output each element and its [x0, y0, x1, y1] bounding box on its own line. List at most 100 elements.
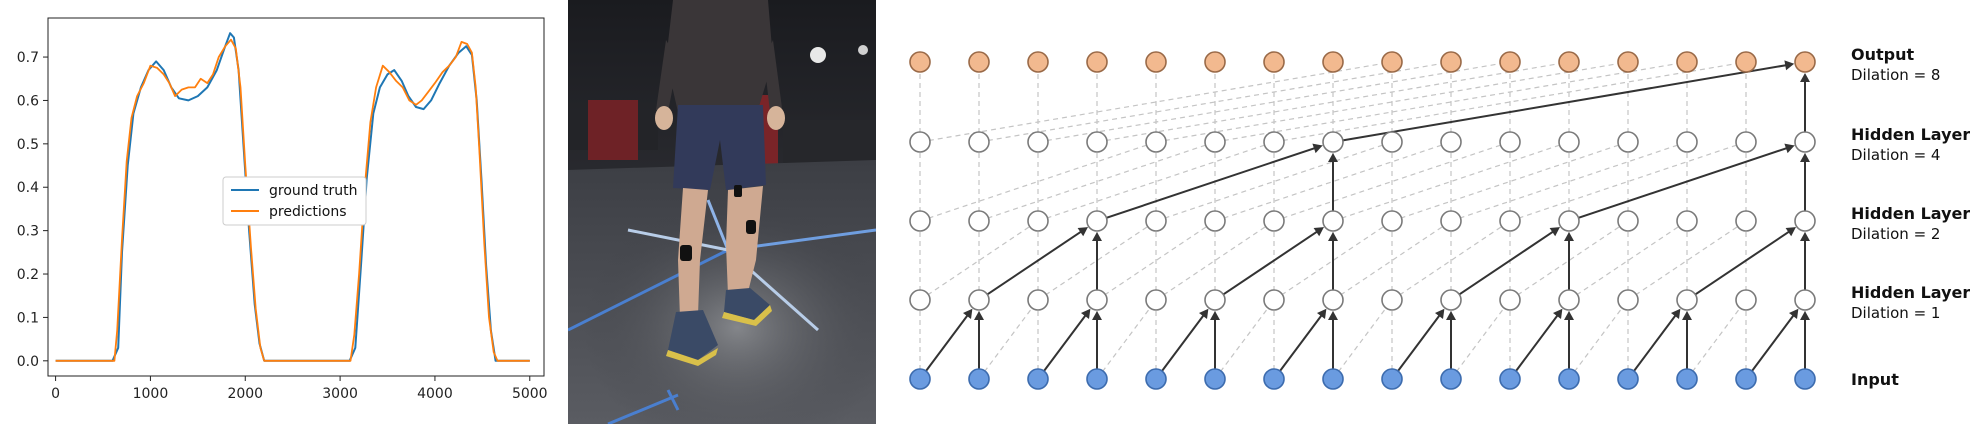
edge-arrowhead [1210, 311, 1220, 320]
y-tick-label: 0.7 [17, 50, 39, 66]
layer-title-hidden2: Hidden Layer [1851, 204, 1970, 223]
inactive-edge [1155, 141, 1393, 222]
inactive-edge [978, 141, 1216, 222]
inactive-edge [1332, 141, 1570, 222]
hidden3-node [909, 131, 931, 153]
output-node [1322, 51, 1344, 73]
output-node [1381, 51, 1403, 73]
edge-arrowhead [1435, 308, 1445, 319]
input-node [1263, 368, 1285, 390]
output-node [1794, 51, 1816, 73]
output-node [1086, 51, 1108, 73]
inactive-edge [1450, 141, 1688, 222]
output-node [1676, 51, 1698, 73]
edge-arrowhead [1092, 232, 1102, 241]
inactive-edge [1214, 61, 1688, 143]
active-edge [1279, 313, 1324, 372]
hidden1-node [1381, 289, 1403, 311]
input-node [1558, 368, 1580, 390]
input-node [1735, 368, 1757, 390]
output-node [1499, 51, 1521, 73]
edge-arrowhead [1328, 311, 1338, 320]
x-tick-label: 3000 [322, 386, 358, 402]
edge-arrowhead [1789, 308, 1799, 319]
inactive-edge [1037, 141, 1275, 222]
edge-arrowhead [1785, 227, 1796, 237]
hidden2-node [1204, 210, 1226, 232]
inactive-edge [919, 220, 1039, 301]
chart-frame [47, 17, 545, 377]
edge-arrowhead [1671, 308, 1681, 319]
legend-label-predictions: predictions [269, 204, 347, 220]
hidden1-node [1794, 289, 1816, 311]
hidden3-node [1027, 131, 1049, 153]
output-node [1027, 51, 1049, 73]
inactive-edge [1332, 220, 1452, 301]
edge-arrowhead [1077, 227, 1088, 237]
edge-arrowhead [1549, 227, 1560, 237]
edge-arrowhead [1081, 308, 1091, 319]
inactive-edge [1037, 220, 1157, 301]
hidden2-node [1676, 210, 1698, 232]
inactive-connections [919, 61, 1806, 380]
y-tick-label: 0.1 [17, 310, 39, 326]
output-node [1263, 51, 1285, 73]
edge-arrowhead [1800, 232, 1810, 241]
output-node [1145, 51, 1167, 73]
active-edge [1578, 146, 1790, 219]
edge-arrowhead [1313, 227, 1324, 237]
active-edge [1106, 146, 1318, 219]
inactive-edge [1686, 299, 1747, 380]
hidden3-node [1145, 131, 1167, 153]
inactive-edge [1037, 61, 1511, 143]
active-edge [925, 313, 970, 372]
hidden3-node [1558, 131, 1580, 153]
edge-arrowhead [1317, 308, 1327, 319]
edge-arrowhead [1446, 311, 1456, 320]
person [655, 0, 785, 366]
active-edge [1222, 229, 1320, 296]
sensor-photo [568, 0, 876, 424]
hidden3-node [1499, 131, 1521, 153]
edge-arrowhead [1199, 308, 1209, 319]
active-edge [986, 229, 1084, 296]
hidden2-node [1794, 210, 1816, 232]
inactive-edge [919, 61, 1393, 143]
inactive-edge [1509, 141, 1747, 222]
edge-arrowhead [963, 308, 973, 319]
hidden2-node [1145, 210, 1167, 232]
hidden2-node [1381, 210, 1403, 232]
hidden2-node [1263, 210, 1285, 232]
inactive-edge [978, 61, 1452, 143]
x-tick-label: 1000 [133, 386, 169, 402]
input-node [968, 368, 990, 390]
active-edge [1342, 63, 1789, 142]
hidden2-node [1322, 210, 1344, 232]
hidden2-node [1440, 210, 1462, 232]
active-edge [1633, 313, 1678, 372]
input-node [1204, 368, 1226, 390]
edge-arrowhead [1800, 73, 1810, 82]
inactive-edge [1273, 220, 1393, 301]
output-node [1735, 51, 1757, 73]
floor-spotlight [568, 170, 876, 424]
inactive-edge [1568, 299, 1629, 380]
inactive-edge [1096, 299, 1157, 380]
hidden3-node [1794, 131, 1816, 153]
edge-arrowhead [1564, 311, 1574, 320]
active-edge [1751, 313, 1796, 372]
edge-arrowhead [1312, 143, 1323, 154]
active-edge [1694, 229, 1792, 296]
input-node [1676, 368, 1698, 390]
inactive-edge [1627, 220, 1747, 301]
inactive-edge [1273, 141, 1511, 222]
hidden1-node [1027, 289, 1049, 311]
hidden2-node [968, 210, 990, 232]
layer-title-hidden1: Hidden Layer [1851, 283, 1970, 302]
hidden3-node [1322, 131, 1344, 153]
hidden2-node [1558, 210, 1580, 232]
inactive-edge [1096, 220, 1216, 301]
